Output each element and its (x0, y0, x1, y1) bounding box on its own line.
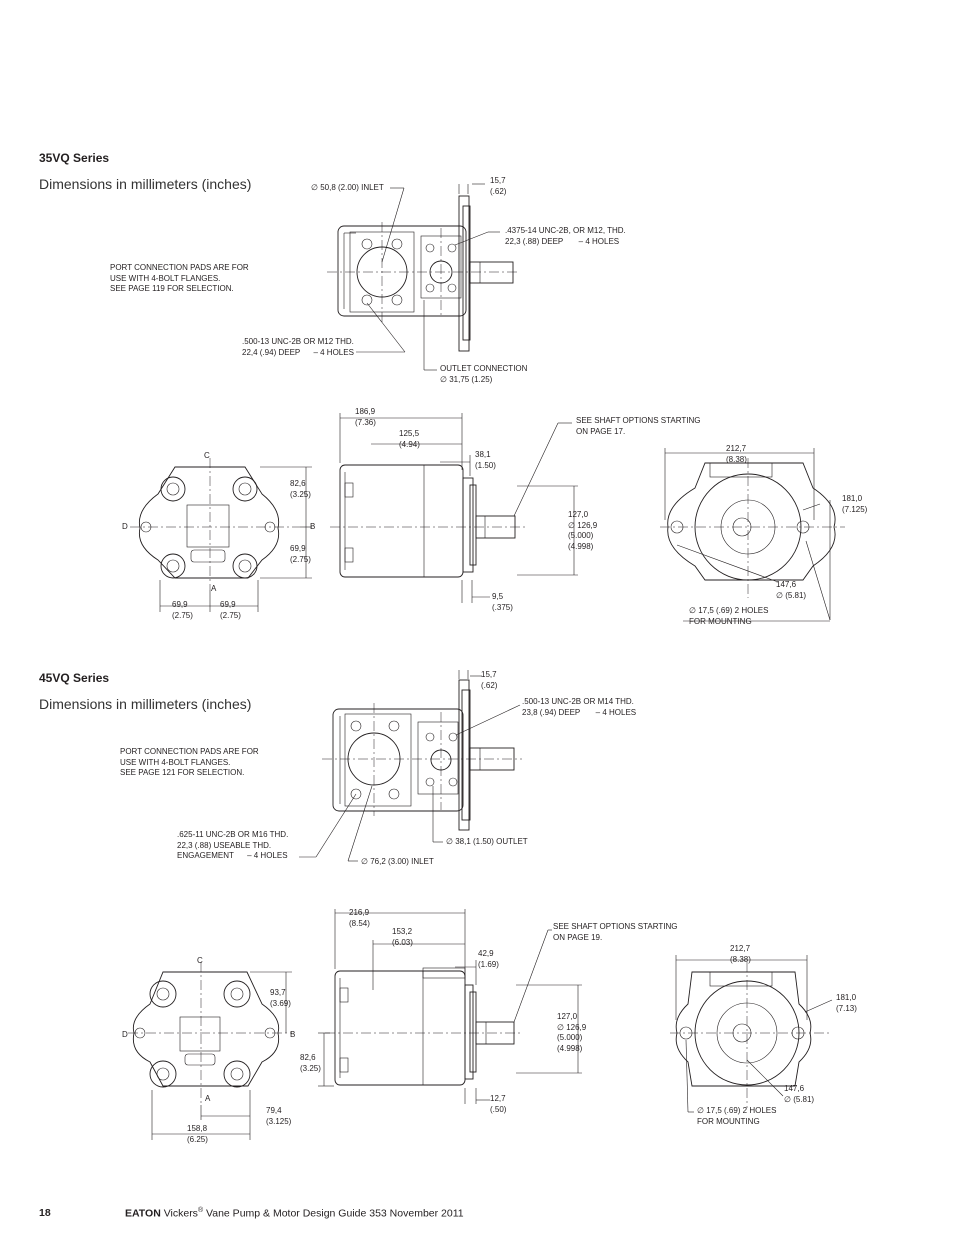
view-label-d-35vq: D (122, 522, 128, 531)
view-label-d-45vq: D (122, 1030, 128, 1039)
dim-upper-h-35vq: 82,6 (3.25) (290, 479, 311, 499)
inlet-note-35vq: ∅ 50,8 (2.00) INLET (311, 183, 384, 192)
outlet-note-45vq: ∅ 38,1 (1.50) OUTLET (446, 837, 528, 846)
section-subtitle-45vq: Dimensions in millimeters (inches) (39, 696, 252, 712)
dim-len-flange-35vq: 38,1 (1.50) (475, 450, 496, 470)
dim-bolt-circle-45vq: 147,6 ∅ (5.81) (784, 1084, 815, 1104)
footer-brand: EATON (125, 1207, 161, 1220)
dim-lower-h-35vq: 69,9 (2.75) (290, 544, 311, 564)
dim-len-total-45vq: 216,9 (8.54) (349, 908, 370, 928)
thread-bottom-note-35vq: .500-13 UNC-2B OR M12 THD. 22,4 (.94) DE… (242, 337, 354, 357)
dim-len-total-35vq: 186,9 (7.36) (355, 407, 376, 427)
port-pads-note-35vq: PORT CONNECTION PADS ARE FOR USE WITH 4-… (110, 263, 249, 293)
inlet-note-45vq: ∅ 76,2 (3.00) INLET (361, 857, 434, 866)
dim-bolt-span-45vq: 212,7 (8.38) (730, 944, 751, 964)
footer-reg: ® (197, 1207, 204, 1214)
dim-bolt-span-35vq: 212,7 (8.38) (726, 444, 747, 464)
dim-pilot-35vq: 127,0 ∅ 126,9 (5.000) (4.998) (568, 510, 598, 551)
view-label-b-35vq: B (310, 522, 316, 531)
offset-top-note-35vq: 15,7 (.62) (490, 176, 507, 196)
dim-width-45vq: 158,8 (6.25) (187, 1124, 208, 1144)
dim-flange-thk-35vq: 9,5 (.375) (492, 592, 513, 612)
dim-len-mid-35vq: 125,5 (4.94) (399, 429, 420, 449)
thread-right-note-35vq: .4375-14 UNC-2B, OR M12, THD. 22,3 (.88)… (505, 226, 626, 246)
dim-len-flange-45vq: 42,9 (1.69) (478, 949, 499, 969)
dim-flange-thk-45vq: 12,7 (.50) (490, 1094, 507, 1114)
section-title-35vq: 35VQ Series (39, 151, 110, 165)
dim-pilot-45vq: 127,0 ∅ 126,9 (5.000) (4.998) (557, 1012, 587, 1053)
shaft-note-35vq: SEE SHAFT OPTIONS STARTING ON PAGE 17. (576, 416, 701, 436)
dim-half-w-right-35vq: 69,9 (2.75) (220, 600, 241, 620)
page-number: 18 (39, 1207, 51, 1219)
mounting-note-35vq: ∅ 17,5 (.69) 2 HOLES FOR MOUNTING (689, 606, 769, 626)
view-label-c-45vq: C (197, 956, 203, 965)
dim-upper-h-45vq: 93,7 (3.69) (270, 988, 291, 1008)
dim-flange-width-45vq: 181,0 (7.13) (836, 993, 857, 1013)
footer-rest: Vane Pump & Motor Design Guide 353 Novem… (203, 1207, 464, 1220)
footer-text: EATON Vickers® Vane Pump & Motor Design … (125, 1207, 464, 1220)
dim-half-w-left-35vq: 69,9 (2.75) (172, 600, 193, 620)
view-label-b-45vq: B (290, 1030, 296, 1039)
thread-right-note-45vq: .500-13 UNC-2B OR M14 THD. 23,8 (.94) DE… (522, 697, 637, 717)
thread-bottom-note-45vq: .625-11 UNC-2B OR M16 THD. 22,3 (.88) US… (177, 830, 289, 860)
mounting-note-45vq: ∅ 17,5 (.69) 2 HOLES FOR MOUNTING (697, 1106, 777, 1126)
shaft-note-45vq: SEE SHAFT OPTIONS STARTING ON PAGE 19. (553, 922, 678, 942)
section-subtitle-35vq: Dimensions in millimeters (inches) (39, 176, 252, 192)
offset-top-note-45vq: 15,7 (.62) (481, 670, 498, 690)
dim-lower-h-45vq: 82,6 (3.25) (300, 1053, 321, 1073)
dim-flange-width-35vq: 181,0 (7.125) (842, 494, 868, 514)
outlet-note-35vq: OUTLET CONNECTION ∅ 31,75 (1.25) (440, 364, 528, 384)
dim-half-w-45vq: 79,4 (3.125) (266, 1106, 292, 1126)
view-label-a-45vq: A (205, 1094, 211, 1103)
view-label-a-35vq: A (211, 584, 217, 593)
dim-bolt-circle-35vq: 147,6 ∅ (5.81) (776, 580, 807, 600)
dim-len-mid-45vq: 153,2 (6.03) (392, 927, 413, 947)
footer-product: Vickers (163, 1207, 198, 1220)
section-title-45vq: 45VQ Series (39, 671, 110, 685)
view-label-c-35vq: C (204, 451, 210, 460)
port-pads-note-45vq: PORT CONNECTION PADS ARE FOR USE WITH 4-… (120, 747, 259, 777)
